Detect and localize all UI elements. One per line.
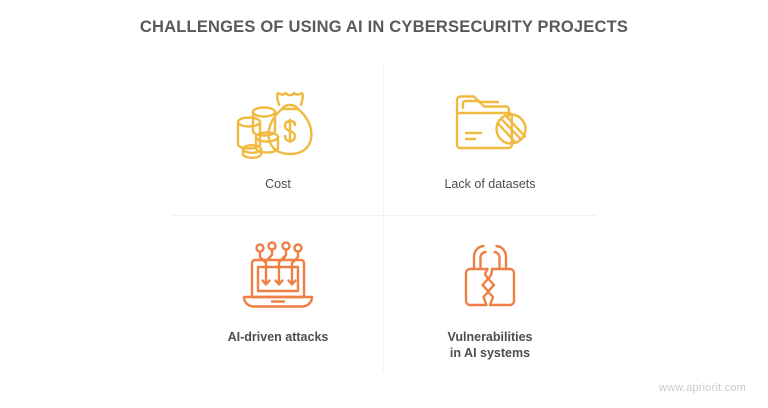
- challenge-item-ai-driven-attacks: AI-driven attacks: [172, 217, 384, 372]
- challenge-item-cost: Cost: [172, 62, 384, 217]
- challenge-item-vulnerabilities: Vulnerabilities in AI systems: [384, 217, 596, 372]
- challenge-label: Vulnerabilities in AI systems: [447, 330, 533, 360]
- laptop-neural-attack-icon: [236, 231, 320, 323]
- vertical-divider: [383, 65, 384, 371]
- horizontal-divider: [172, 215, 596, 216]
- money-bag-coins-icon: [234, 78, 322, 170]
- challenge-label: Cost: [265, 177, 291, 191]
- page-title: CHALLENGES OF USING AI IN CYBERSECURITY …: [139, 18, 629, 36]
- challenge-item-lack-of-datasets: Lack of datasets: [384, 62, 596, 217]
- broken-padlock-icon: [457, 231, 523, 323]
- folder-prohibited-icon: [448, 78, 532, 170]
- challenge-label: Lack of datasets: [444, 177, 536, 191]
- challenges-grid: Cost: [172, 62, 596, 372]
- challenge-label: AI-driven attacks: [227, 330, 329, 344]
- footer-website: www.apriorit.com: [659, 382, 746, 394]
